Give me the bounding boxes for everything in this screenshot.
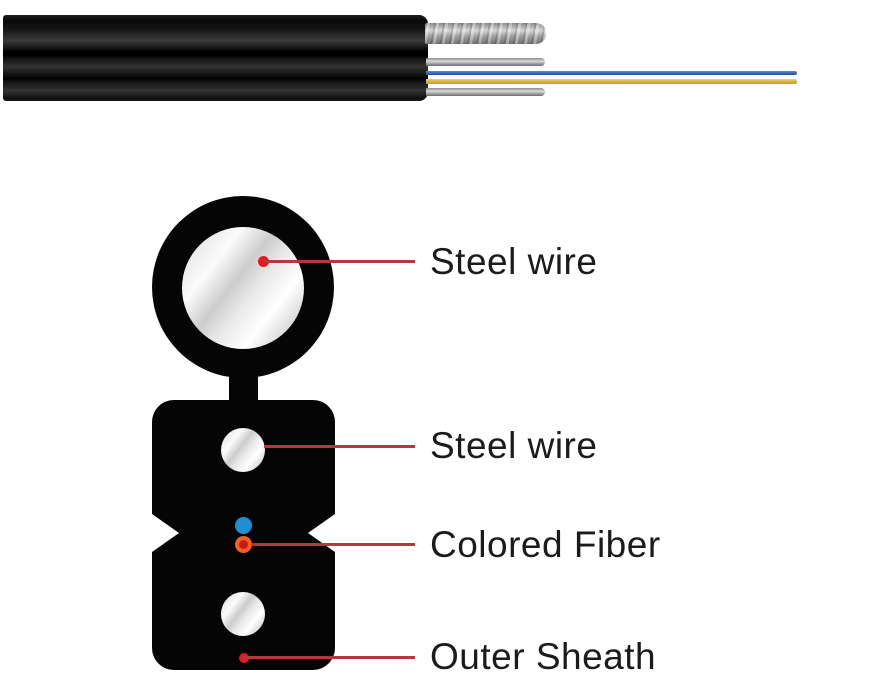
leader-line-embedded-steel-wire [264,445,415,448]
web-neck [229,370,258,404]
messenger-steel-wire [182,227,304,349]
colored-fiber-orange [235,536,252,553]
leader-line-outer-sheath [243,656,415,659]
colored-fiber-blue [235,517,252,534]
cable-outer-sheath-photo [3,15,428,101]
leader-line-messenger-steel-wire [263,260,415,263]
embedded-steel-wire-upper [221,428,265,472]
label-steel-wire-messenger: Steel wire [430,241,598,282]
blue-fiber-strand [426,71,797,75]
leader-line-colored-fiber [251,543,415,546]
label-steel-wire-embedded: Steel wire [430,425,598,466]
label-outer-sheath: Outer Sheath [430,636,657,677]
label-colored-fiber: Colored Fiber [430,524,661,565]
yellow-fiber-strand [426,79,797,84]
steel-strength-wire-top [426,58,545,66]
embedded-steel-wire-lower [221,592,265,636]
messenger-steel-wire-photo [425,23,546,44]
steel-strength-wire-bottom [426,88,545,96]
leader-anchor-dot [239,540,248,549]
